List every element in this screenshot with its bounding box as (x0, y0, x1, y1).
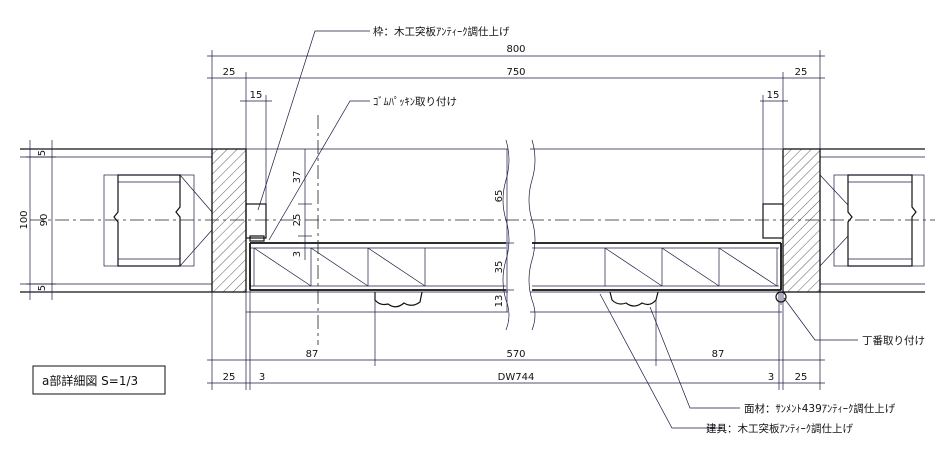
dim-750: 750 (506, 67, 525, 78)
dim-5-top: 5 (37, 150, 48, 156)
note-gasket: ｺﾞﾑﾊﾟｯｷﾝ取り付け (373, 95, 457, 108)
dim-dw744: DW744 (498, 372, 535, 383)
dim-25-right: 25 (795, 67, 808, 78)
dim-5-bot: 5 (37, 285, 48, 291)
left-stud (103, 174, 213, 267)
dim-3-bot-left: 3 (259, 372, 265, 383)
dim-87-right: 87 (712, 349, 725, 360)
title-text: a部詳細図 S=1/3 (42, 373, 138, 388)
top-dimensions (207, 50, 825, 204)
mid-dimensions (298, 149, 514, 312)
note-door: 建具：木工突板ｱﾝﾃｨｰｸ調仕上げ (706, 422, 853, 435)
dim-800: 800 (506, 44, 525, 55)
dim-15-right: 15 (767, 90, 780, 101)
dim-25-mid: 25 (292, 214, 303, 227)
note-face: 面材：ｻﾝﾒﾝﾄ439ｱﾝﾃｨｰｸ調仕上げ (744, 402, 896, 415)
left-moulding (374, 291, 423, 308)
dim-90: 90 (39, 214, 50, 227)
dim-37: 37 (292, 171, 303, 184)
note-frame: 枠：木工突板ｱﾝﾃｨｰｸ調仕上げ (373, 25, 510, 38)
right-stud (819, 174, 925, 267)
dim-35: 35 (494, 261, 505, 274)
right-stop (762, 203, 784, 239)
dim-87-left: 87 (306, 349, 319, 360)
dim-100: 100 (19, 210, 30, 229)
dim-570: 570 (506, 349, 525, 360)
dim-25-bot-left: 25 (223, 372, 236, 383)
left-stop (245, 203, 267, 239)
gasket (249, 235, 265, 242)
dim-25-bot-right: 25 (795, 372, 808, 383)
leaders (257, 30, 858, 429)
dim-25-left: 25 (223, 67, 236, 78)
dim-65: 65 (494, 190, 505, 203)
left-frame (211, 148, 247, 293)
dim-3-bot-right: 3 (768, 372, 774, 383)
door-leaf (249, 242, 782, 291)
break-marks (502, 139, 536, 331)
dim-3: 3 (292, 251, 303, 257)
dim-15-left: 15 (250, 90, 263, 101)
left-dimensions (26, 140, 56, 300)
bottom-dimensions (207, 290, 825, 390)
dim-13: 13 (494, 295, 505, 308)
right-moulding (609, 291, 659, 307)
right-frame (782, 148, 821, 293)
note-hinge: 丁番取り付け (862, 334, 925, 347)
title-box (32, 365, 166, 395)
